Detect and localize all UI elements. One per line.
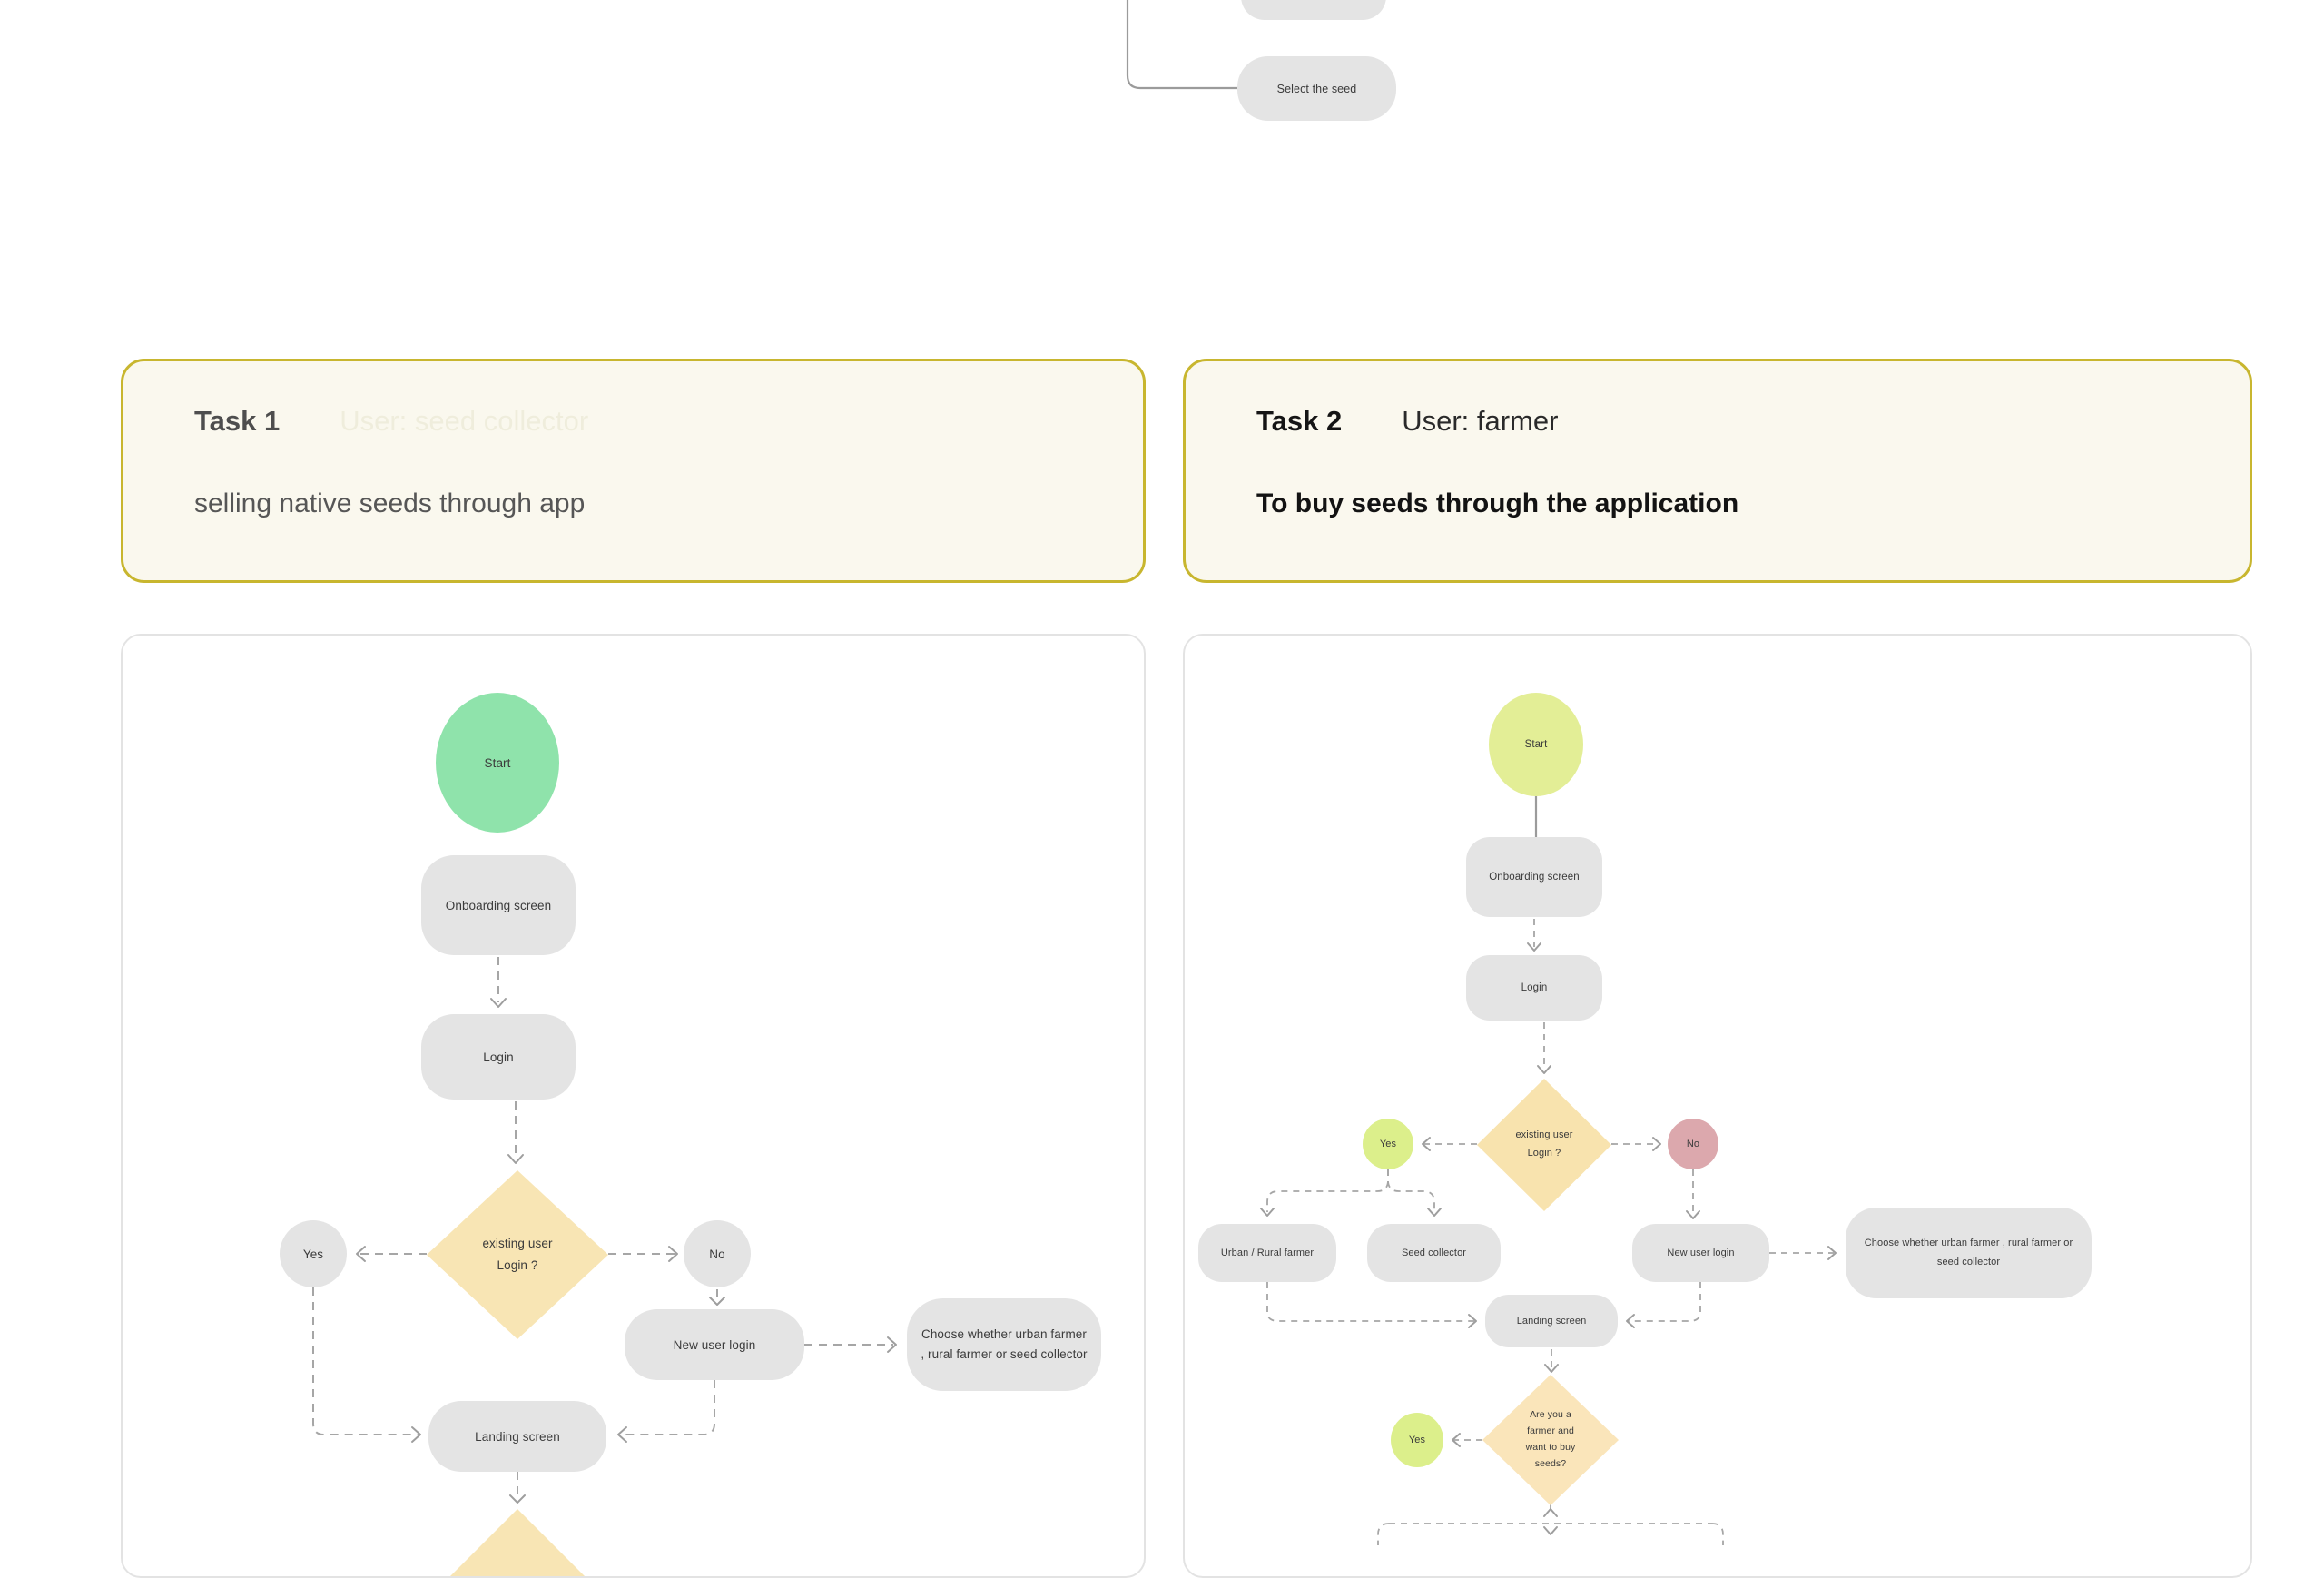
node-label: Start [1524, 739, 1548, 750]
flow2-onboarding-node[interactable]: Onboarding screen [1466, 837, 1602, 917]
task2-user: User: farmer [1402, 405, 1559, 437]
flow1-new-user-login-node[interactable]: New user login [625, 1309, 804, 1380]
flow1-yes-node[interactable]: Yes [280, 1220, 347, 1287]
flow1-login-node[interactable]: Login [421, 1014, 576, 1100]
flow-panel-task1[interactable]: Start Onboarding screen Login existing u… [121, 634, 1146, 1578]
task2-description: To buy seeds through the application [1256, 488, 1739, 518]
fragment-connector [1126, 0, 1237, 90]
node-label: Login [1521, 982, 1548, 993]
flow1-start-node[interactable]: Start [436, 693, 559, 833]
flow2-yes-node[interactable]: Yes [1363, 1119, 1413, 1169]
node-label: Login [483, 1050, 514, 1064]
node-label: Urban / Rural farmer [1220, 1248, 1315, 1258]
node-label: Yes [1379, 1139, 1397, 1149]
node-label: Landing screen [1516, 1316, 1587, 1327]
task2-header: Task 2 User: farmer [1256, 405, 2179, 438]
task1-description: selling native seeds through app [194, 488, 586, 518]
flow2-new-user-login-node[interactable]: New user login [1632, 1224, 1769, 1282]
flow2-choose-role-node[interactable]: Choose whether urban farmer , rural farm… [1846, 1208, 2092, 1298]
node-label: Onboarding screen [1489, 872, 1580, 883]
flow2-urban-rural-node[interactable]: Urban / Rural farmer [1198, 1224, 1336, 1282]
node-label: Choose whether urban farmer , rural farm… [921, 1327, 1088, 1361]
node-label: Landing screen [475, 1429, 560, 1444]
flow1-onboarding-node[interactable]: Onboarding screen [421, 855, 576, 955]
node-label: Select the seed [1276, 82, 1357, 95]
flow2-connectors [1260, 796, 1837, 1545]
node-label: No [709, 1247, 725, 1261]
flow2-login-node[interactable]: Login [1466, 955, 1602, 1021]
node-label: Seed collector [1401, 1248, 1467, 1258]
fragment-select-seed-node[interactable]: Select the seed [1237, 56, 1396, 121]
task1-header: Task 1 User: seed collector [194, 405, 1072, 438]
node-label: No [1686, 1139, 1700, 1149]
flow2-no-node[interactable]: No [1668, 1119, 1718, 1169]
node-label: New user login [673, 1337, 756, 1352]
node-label: Yes [1408, 1435, 1426, 1445]
task2-card[interactable]: Task 2 User: farmer To buy seeds through… [1183, 359, 2252, 583]
task1-title: Task 1 [194, 405, 281, 437]
flow1-connectors [312, 957, 897, 1504]
node-label: New user login [1667, 1248, 1735, 1258]
flow2-start-node[interactable]: Start [1489, 693, 1583, 796]
task1-card[interactable]: Task 1 User: seed collector selling nati… [121, 359, 1146, 583]
flow1-choose-role-node[interactable]: Choose whether urban farmer , rural farm… [907, 1298, 1101, 1391]
node-label: Choose whether urban farmer , rural farm… [1864, 1238, 2073, 1267]
node-label: Yes [302, 1247, 324, 1261]
task2-title: Task 2 [1256, 405, 1343, 437]
task1-user: User: seed collector [340, 405, 589, 437]
flow-panel-task2[interactable]: Start Onboarding screen Login existing u… [1183, 634, 2252, 1578]
flow2-seed-collector-node[interactable]: Seed collector [1367, 1224, 1501, 1282]
node-label: existing user Login ? [1515, 1129, 1573, 1159]
node-label: existing user Login ? [482, 1236, 553, 1272]
flow2-buy-yes-node[interactable]: Yes [1391, 1413, 1443, 1467]
flow1-landing-node[interactable]: Landing screen [428, 1401, 606, 1472]
flow2-landing-node[interactable]: Landing screen [1485, 1295, 1618, 1347]
fragment-partial-node[interactable] [1241, 0, 1386, 20]
node-label: Onboarding screen [445, 898, 552, 912]
node-label: Start [484, 755, 511, 770]
flow1-no-node[interactable]: No [684, 1220, 751, 1287]
node-label: Are you a farmer and want to buy seeds? [1525, 1409, 1576, 1469]
